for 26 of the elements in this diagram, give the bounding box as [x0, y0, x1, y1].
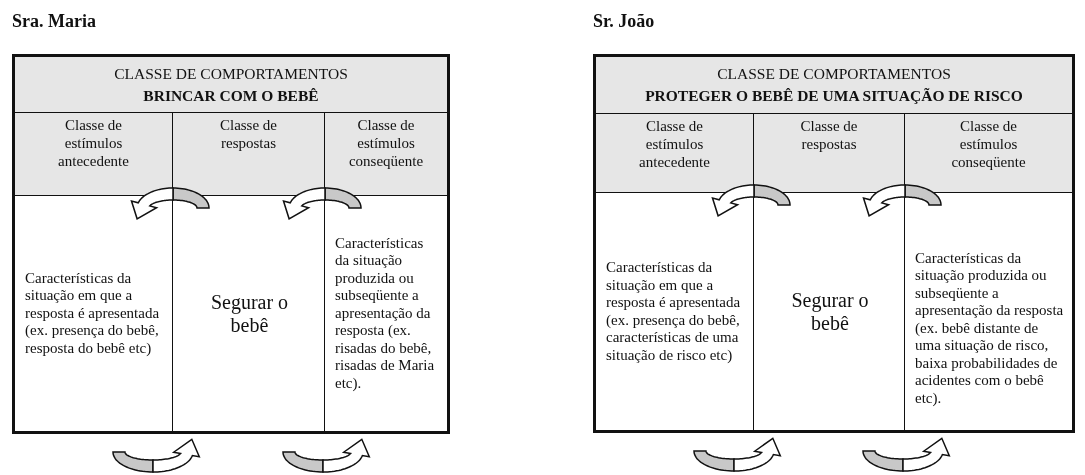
column-header-cell [596, 114, 754, 193]
column-header-cell [325, 113, 447, 196]
column-header-cell [173, 113, 325, 196]
description-text: Características da situação em que a resposta é apresentada (ex. presença do bebê, resposta do bebê etc) [25, 269, 161, 358]
table-title: Sr. João [593, 11, 655, 32]
column-heading: Classe de estímulos conseqüente [347, 116, 425, 170]
header-text: PROTEGER O BEBÊ DE UMA SITUAÇÃO DE RISCO [645, 86, 1023, 106]
response-text: Segurar o bebê [209, 290, 290, 337]
description-text: Características da situação produzida ou subseqüente a apresentação da resposta (ex. bebê distante de uma situação de risco, baixa probabilidades de acidentes com o bebê etc). [915, 249, 1064, 408]
column-header-cell [905, 114, 1072, 193]
table-title: Sra. Maria [12, 11, 96, 32]
description-text: Características da situação em que a resposta é apresentada (ex. presença do bebê, características de uma situação de risco etc) [606, 259, 742, 364]
header-cell [596, 57, 1072, 114]
column-header-cell [754, 114, 905, 193]
header-text: CLASSE DE COMPORTAMENTOS [717, 64, 951, 84]
header-text: CLASSE DE COMPORTAMENTOS [114, 63, 348, 84]
response-text: Segurar o bebê [790, 288, 870, 335]
column-heading: Classe de respostas [799, 117, 859, 153]
column-header-cell [15, 113, 173, 196]
description-text: Características da situação produzida ou subseqüente a apresentação da resposta (ex. risadas do bebê, risadas de Maria etc). [335, 234, 436, 393]
header-cell [15, 57, 447, 113]
column-heading: Classe de estímulos conseqüente [950, 117, 1027, 171]
header-text: BRINCAR COM O BEBÊ [143, 85, 319, 106]
column-heading: Classe de respostas [218, 116, 279, 152]
column-heading: Classe de estímulos antecedente [57, 116, 130, 170]
column-heading: Classe de estímulos antecedente [638, 117, 711, 171]
